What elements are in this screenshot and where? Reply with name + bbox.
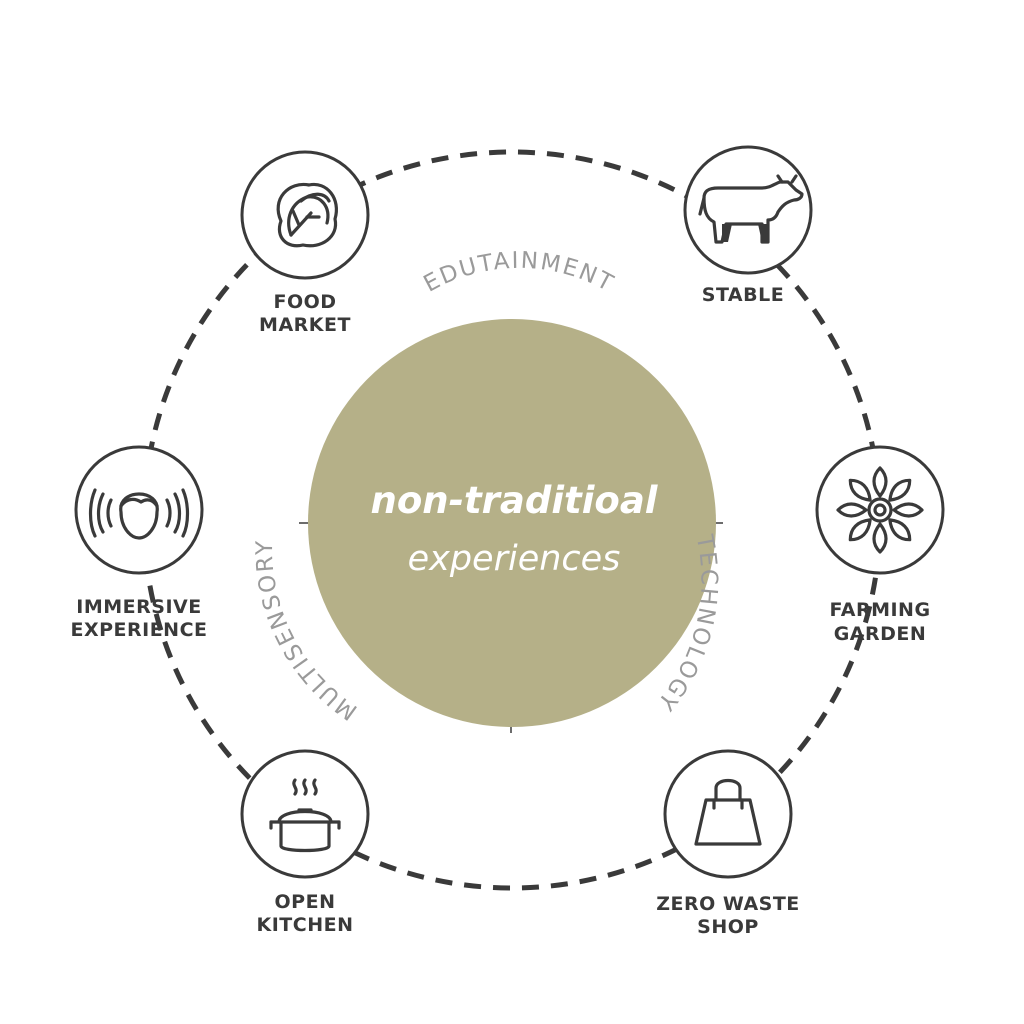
- node-open-kitchen[interactable]: OPEN KITCHEN: [240, 749, 370, 936]
- node-food-market[interactable]: FOOD MARKET: [240, 150, 370, 336]
- node-label-line2: MARKET: [259, 314, 351, 336]
- node-circle: [240, 150, 370, 280]
- node-immersive-experience[interactable]: IMMERSIVE EXPERIENCE: [70, 445, 207, 641]
- node-label-line1: FOOD: [273, 291, 336, 313]
- cow-icon: [698, 174, 804, 244]
- node-stable[interactable]: STABLE: [683, 145, 813, 306]
- node-label-line2: EXPERIENCE: [70, 619, 207, 641]
- flower-icon: [836, 466, 924, 554]
- node-farming-garden[interactable]: FARMING GARDEN: [815, 445, 945, 645]
- node-label-line1: STABLE: [702, 284, 784, 306]
- node-label-line2: SHOP: [697, 916, 759, 938]
- listening-head-icon: [88, 488, 190, 540]
- node-circle: [815, 445, 945, 575]
- hub-subtitle: experiences: [408, 539, 621, 579]
- node-circle: [663, 749, 793, 879]
- node-circle: [74, 445, 204, 575]
- node-label-line2: GARDEN: [834, 623, 927, 645]
- node-label-line1: ZERO WASTE: [656, 893, 800, 915]
- node-zero-waste-shop[interactable]: ZERO WASTE SHOP: [656, 749, 800, 938]
- node-label-line1: IMMERSIVE: [76, 596, 201, 618]
- hub-circle: [308, 319, 716, 727]
- node-label-line1: FARMING: [829, 599, 930, 621]
- hub: non-traditioal experiences: [299, 319, 723, 733]
- node-label-line1: OPEN: [275, 891, 336, 913]
- cooking-pot-icon: [269, 778, 341, 853]
- node-circle: [240, 749, 370, 879]
- shopping-bag-icon: [694, 778, 762, 846]
- hub-title: non-traditioal: [371, 479, 659, 522]
- theme-edutainment: EDUTAINMENT: [420, 248, 619, 298]
- node-label-line2: KITCHEN: [257, 914, 354, 936]
- lettuce-icon: [276, 182, 338, 248]
